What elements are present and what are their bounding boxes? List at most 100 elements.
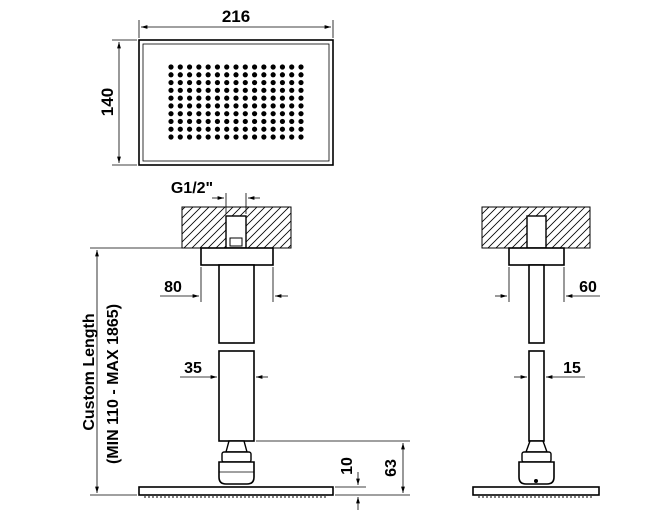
nozzle-dot [298,103,304,109]
nozzle-dot [224,118,230,125]
nozzle-dot [298,118,304,125]
nozzle-dot [186,64,193,70]
nozzle-dot [224,111,230,117]
nozzle-dot [242,103,248,109]
nozzle-dot [298,87,304,93]
nozzle-dot [233,103,239,109]
nozzle-dot [298,134,304,140]
nozzle-dot [242,126,248,132]
side-arm-upper [528,264,545,344]
top-width-label: 216 [222,7,250,26]
nozzle-dot [177,118,183,125]
nozzle-dot [289,72,295,78]
nozzle-dot [196,111,202,117]
custom-length-range-label: (MIN 110 - MAX 1865) [105,304,122,464]
front-joint [225,440,248,453]
nozzle-dot [233,134,239,140]
nozzle-dot [196,103,202,109]
nozzle-dot [168,118,174,125]
nozzle-dot [270,95,276,101]
nozzle-dot [214,79,221,86]
nozzle-dot [196,72,202,78]
nozzle-dot [251,72,258,78]
nozzle-dot [233,118,239,125]
nozzle-dot [242,87,248,93]
nozzle-dot [289,111,295,117]
nozzle-dot [298,126,304,132]
nozzle-dot [214,87,221,93]
nozzle-dot [251,103,258,109]
nozzle-dot [279,72,286,78]
nozzle-dot [168,95,174,101]
nozzle-dot [261,103,267,109]
nozzle-dot [270,103,276,109]
front-arm-width-label: 80 [164,279,182,296]
nozzle-dot [279,103,286,109]
nozzle-dot [289,79,295,86]
nozzle-dot [168,79,174,86]
nozzle-dot [214,72,221,78]
nozzle-dot [261,118,267,125]
nozzle-dot [242,111,248,117]
nozzle-dot [205,95,211,101]
front-arm-lower [218,350,255,442]
nozzle-dot [205,79,211,86]
nozzle-dot [224,126,230,132]
nozzle-dot [205,103,211,109]
nozzle-dot [196,79,202,86]
nozzle-dot [168,87,174,93]
nozzle-dot [251,79,258,86]
front-pipe-width-label: 35 [184,360,202,377]
thread-label: G1/2" [171,180,213,197]
nozzle-dot [168,134,174,140]
nozzle-dot [196,134,202,140]
nozzle-dot [224,87,230,93]
nozzle-grid [168,64,304,140]
nozzle-dot [298,95,304,101]
nozzle-dot [168,72,174,78]
nozzle-dot [261,79,267,86]
nozzle-dot [214,111,221,117]
nozzle-dot [279,95,286,101]
front-flange [200,247,274,266]
nozzle-dot [186,126,193,132]
nozzle-dot [186,111,193,117]
nozzle-dot [298,64,304,70]
top-view: 216 140 [98,7,334,166]
nozzle-dot [270,79,276,86]
nozzle-dot [251,87,258,93]
nozzle-dot [242,64,248,70]
nozzle-dot [205,64,211,70]
nozzle-dot [279,79,286,86]
nozzle-dot [233,64,239,70]
nozzle-dot [233,111,239,117]
nozzle-dot [233,126,239,132]
nozzle-dot [298,79,304,86]
nozzle-dot [233,72,239,78]
nozzle-dot [289,95,295,101]
nozzle-dot [233,87,239,93]
nozzle-dot [196,126,202,132]
nozzle-dot [177,72,183,78]
nozzle-dot [196,118,202,125]
nozzle-dot [251,126,258,132]
nozzle-dot [224,72,230,78]
front-view: G1/2" 80 35 Custom Length (MIN 110 - MAX… [81,180,410,510]
nozzle-dot [177,134,183,140]
custom-length-label: Custom Length [81,313,98,430]
nozzle-dot [270,72,276,78]
nozzle-dot [224,64,230,70]
nozzle-dot [214,118,221,125]
nozzle-dot [261,72,267,78]
nozzle-dot [177,111,183,117]
nozzle-dot [289,87,295,93]
side-arm-width-label: 60 [579,279,597,296]
nozzle-dot [270,87,276,93]
nozzle-dot [224,95,230,101]
nozzle-dot [289,126,295,132]
nozzle-dot [177,87,183,93]
nozzle-dot [205,126,211,132]
nozzle-dot [270,118,276,125]
nozzle-dot [279,118,286,125]
nozzle-dot [270,64,276,70]
